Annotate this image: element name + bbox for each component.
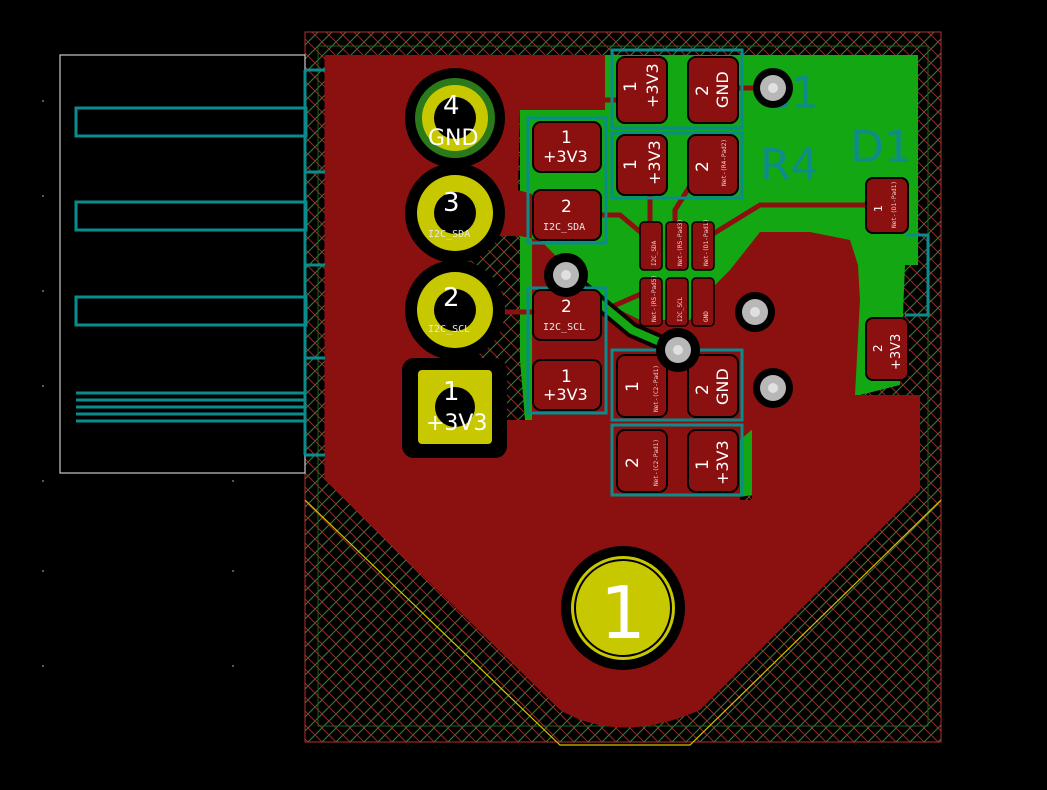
pad-rc-2[interactable]: 2 GND [687, 354, 739, 418]
header-pin-1[interactable]: 1 +3V3 [402, 358, 507, 458]
ic-small-pads: I2C_SDA Net-(R5-Pad3) Net-(D1-Pad1) Net-… [639, 219, 715, 327]
svg-text:1: 1 [693, 459, 713, 470]
svg-text:1: 1 [621, 81, 641, 92]
svg-text:2: 2 [561, 297, 572, 317]
svg-text:3: 3 [443, 188, 460, 218]
header-pins[interactable]: 4 GND 3 I2C_SDA 2 I2C_SCL 1 +3V3 [402, 68, 507, 458]
svg-text:I2C_SCL: I2C_SCL [428, 324, 470, 335]
svg-text:GND: GND [713, 368, 732, 405]
svg-text:Net-(R5-Pad5): Net-(R5-Pad5) [651, 275, 658, 322]
pad-rb-1[interactable]: 1 +3V3 [532, 359, 602, 411]
svg-text:+3V3: +3V3 [713, 440, 732, 485]
svg-text:+3V3: +3V3 [643, 63, 662, 108]
pad-rc-1[interactable]: 1 Net-(C2-Pad1) [616, 354, 668, 418]
svg-text:I2C_SDA: I2C_SDA [428, 229, 470, 240]
svg-text:1: 1 [561, 367, 572, 387]
header-pin-3[interactable]: 3 I2C_SDA [405, 163, 505, 263]
svg-text:2: 2 [693, 85, 713, 96]
ref-r4: R4 [760, 140, 819, 191]
svg-text:+3V3: +3V3 [889, 334, 904, 370]
svg-text:2: 2 [693, 384, 713, 395]
svg-text:1: 1 [872, 205, 885, 212]
pad-rd-2[interactable]: 2 Net-(C2-Pad1) [616, 429, 668, 493]
pad-rb-2[interactable]: 2 I2C_SCL [532, 289, 602, 341]
svg-text:Net-(D1-Pad1): Net-(D1-Pad1) [703, 219, 710, 266]
svg-text:I2C_SDA: I2C_SDA [651, 240, 658, 266]
svg-text:+3V3: +3V3 [645, 140, 664, 185]
pad-r4-2[interactable]: 2 Net-(R4-Pad2) [687, 134, 739, 196]
svg-text:1: 1 [561, 128, 572, 148]
edge-cuts [304, 499, 942, 746]
svg-text:2: 2 [693, 161, 713, 172]
pad-c1-2[interactable]: 2 GND [687, 56, 739, 124]
svg-text:4: 4 [443, 91, 460, 121]
pad-ra-2[interactable]: 2 I2C_SDA [532, 189, 602, 241]
svg-text:Net-(R4-Pad2): Net-(R4-Pad2) [721, 139, 728, 186]
svg-text:GND: GND [713, 71, 732, 108]
pad-d1-2[interactable]: 2 +3V3 [865, 317, 909, 381]
vias [544, 68, 793, 408]
header-pin-4[interactable]: 4 GND [405, 68, 505, 168]
pad-ra-1[interactable]: 1 +3V3 [532, 121, 602, 173]
svg-text:2: 2 [623, 457, 643, 468]
pad-rd-1[interactable]: 1 +3V3 [687, 429, 739, 493]
svg-text:2: 2 [561, 197, 572, 217]
svg-text:1: 1 [621, 159, 641, 170]
ref-d1: D1 [850, 122, 912, 173]
svg-text:GND: GND [428, 126, 478, 151]
svg-text:+3V3: +3V3 [426, 411, 487, 436]
mounting-hole[interactable]: 1 [561, 546, 685, 670]
svg-text:1: 1 [600, 571, 646, 655]
svg-text:1: 1 [443, 377, 460, 407]
smd-pads[interactable]: 1 +3V3 2 GND 1 +3V3 2 Net-(R4-Pad2) 1 +3… [532, 56, 909, 493]
svg-text:GND: GND [703, 311, 710, 322]
svg-text:Net-(C2-Pad1): Net-(C2-Pad1) [653, 365, 660, 412]
svg-text:Net-(R5-Pad3): Net-(R5-Pad3) [677, 219, 684, 266]
pad-r4-1[interactable]: 1 +3V3 [616, 134, 668, 196]
svg-text:Net-(D1-Pad1): Net-(D1-Pad1) [891, 181, 898, 228]
grid-marks [42, 100, 234, 667]
pad-c1-1[interactable]: 1 +3V3 [616, 56, 668, 124]
svg-text:Net-(C2-Pad1): Net-(C2-Pad1) [653, 439, 660, 486]
pad-d1-1[interactable]: 1 Net-(D1-Pad1) [865, 177, 909, 234]
svg-text:+3V3: +3V3 [543, 147, 588, 166]
connector-silkscreen [59, 54, 325, 474]
header-pin-2[interactable]: 2 I2C_SCL [405, 260, 505, 360]
svg-text:2: 2 [443, 283, 460, 313]
svg-text:I2C_SCL: I2C_SCL [677, 296, 684, 322]
svg-text:2: 2 [871, 344, 885, 352]
svg-text:I2C_SCL: I2C_SCL [543, 322, 585, 333]
svg-text:1: 1 [623, 381, 643, 392]
svg-text:+3V3: +3V3 [543, 385, 588, 404]
svg-text:I2C_SDA: I2C_SDA [543, 222, 585, 233]
